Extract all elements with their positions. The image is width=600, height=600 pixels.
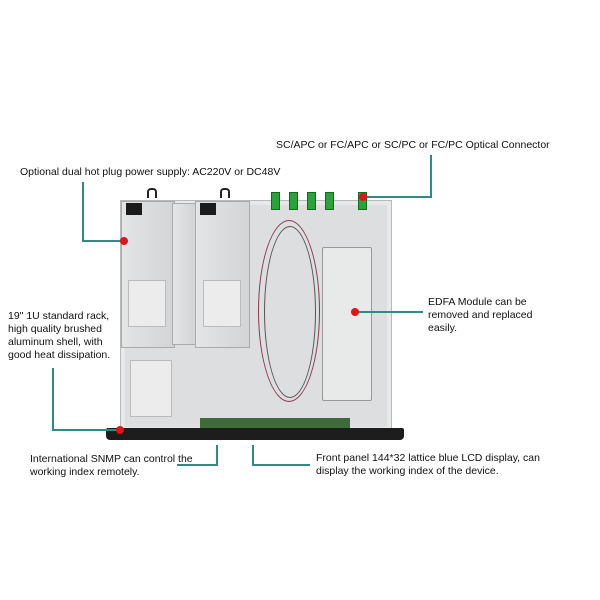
leader-line: [52, 429, 120, 431]
leader-line: [252, 445, 254, 466]
psu-fan-2: [200, 203, 216, 215]
fiber-loop: [264, 226, 316, 398]
marker-dot: [120, 237, 128, 245]
leader-line: [82, 240, 124, 242]
leader-line: [216, 445, 218, 466]
connector-annotation: SC/APC or FC/APC or SC/PC or FC/PC Optic…: [276, 139, 550, 151]
optical-connector: [358, 192, 367, 210]
power-supply-annotation: Optional dual hot plug power supply: AC2…: [20, 166, 281, 178]
leader-line: [82, 182, 84, 242]
edfa-annotation: EDFA Module can be removed and replaced …: [428, 296, 533, 334]
psu-label-1: [128, 280, 166, 327]
psu-fan-1: [126, 203, 142, 215]
optical-connector: [325, 192, 334, 210]
marker-dot: [359, 193, 367, 201]
optical-connector: [307, 192, 316, 210]
psu-label-2: [203, 280, 241, 327]
front-panel-annotation: Front panel 144*32 lattice blue LCD disp…: [316, 452, 540, 477]
psu-bay-divider: [172, 203, 196, 345]
fiber-loop: [258, 220, 320, 402]
front-panel: [106, 428, 404, 440]
leader-line: [252, 464, 310, 466]
optical-connector: [289, 192, 298, 210]
leader-line: [430, 155, 432, 198]
optical-connector: [271, 192, 280, 210]
device-info-label: [130, 360, 172, 417]
marker-dot: [351, 308, 359, 316]
leader-line: [52, 368, 54, 431]
leader-line: [177, 464, 218, 466]
psu-handle-2: [220, 188, 230, 198]
leader-line: [363, 196, 432, 198]
control-board: [200, 418, 350, 430]
leader-line: [355, 311, 423, 313]
psu-handle-1: [147, 188, 157, 198]
edfa-module: [322, 247, 372, 401]
snmp-annotation: International SNMP can control the worki…: [30, 453, 193, 478]
rack-annotation: 19" 1U standard rack, high quality brush…: [8, 310, 111, 361]
marker-dot: [116, 426, 124, 434]
